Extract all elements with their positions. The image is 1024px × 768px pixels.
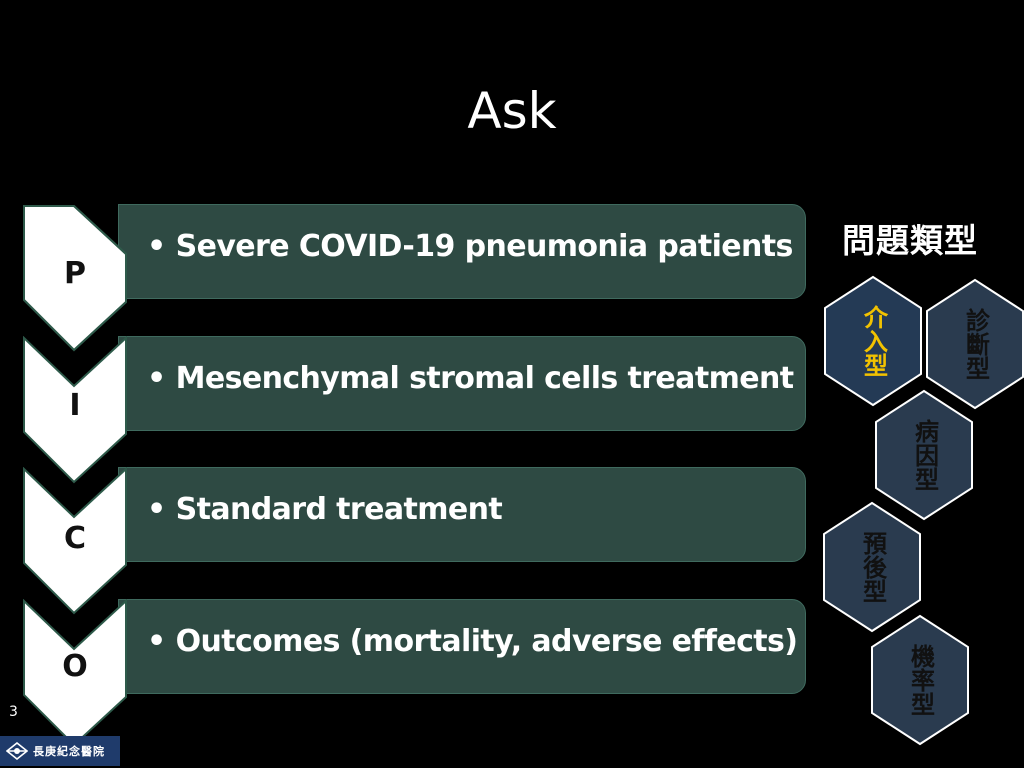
question-types-title: 問題類型 <box>842 221 978 260</box>
chevron-letter-i: I <box>69 388 81 423</box>
bullet-icon: • <box>147 229 166 264</box>
pico-bar-c: •Standard treatment <box>118 467 806 562</box>
hex-label-diagnosis: 診斷型 <box>961 308 990 380</box>
hex-diagnosis: 診斷型 <box>925 278 1024 410</box>
pico-text-p: •Severe COVID-19 pneumonia patients <box>147 229 793 264</box>
hex-etiology: 病因型 <box>874 389 974 521</box>
page-number: 3 <box>9 704 18 720</box>
hospital-emblem-icon <box>6 742 28 760</box>
pico-text-c: •Standard treatment <box>147 492 503 527</box>
hex-prognosis: 預後型 <box>822 501 922 633</box>
bullet-icon: • <box>147 361 166 396</box>
chevron-letter-p: P <box>64 256 86 291</box>
pico-text-o: •Outcomes (mortality, adverse effects) <box>147 624 798 659</box>
pico-text-i: •Mesenchymal stromal cells treatment <box>147 361 794 396</box>
hex-label-prognosis: 預後型 <box>858 531 887 603</box>
chevron-letter-o: O <box>62 649 88 684</box>
slide-title: Ask <box>467 82 557 140</box>
chevron-p: P <box>22 204 128 352</box>
hex-label-etiology: 病因型 <box>910 419 939 491</box>
hex-probability: 機率型 <box>870 614 970 746</box>
hex-label-intervention: 介入型 <box>859 305 888 377</box>
hospital-logo: 長庚紀念醫院 <box>0 736 120 766</box>
pico-bar-o: •Outcomes (mortality, adverse effects) <box>118 599 806 694</box>
chevron-c: C <box>22 467 128 615</box>
hex-intervention: 介入型 <box>823 275 923 407</box>
chevron-o: O <box>22 599 128 747</box>
pico-bar-i: •Mesenchymal stromal cells treatment <box>118 336 806 431</box>
bullet-icon: • <box>147 492 166 527</box>
chevron-letter-c: C <box>63 521 87 556</box>
hospital-name: 長庚紀念醫院 <box>33 745 105 758</box>
hex-label-probability: 機率型 <box>906 644 935 716</box>
chevron-i: I <box>22 336 128 484</box>
bullet-icon: • <box>147 624 166 659</box>
pico-bar-p: •Severe COVID-19 pneumonia patients <box>118 204 806 299</box>
